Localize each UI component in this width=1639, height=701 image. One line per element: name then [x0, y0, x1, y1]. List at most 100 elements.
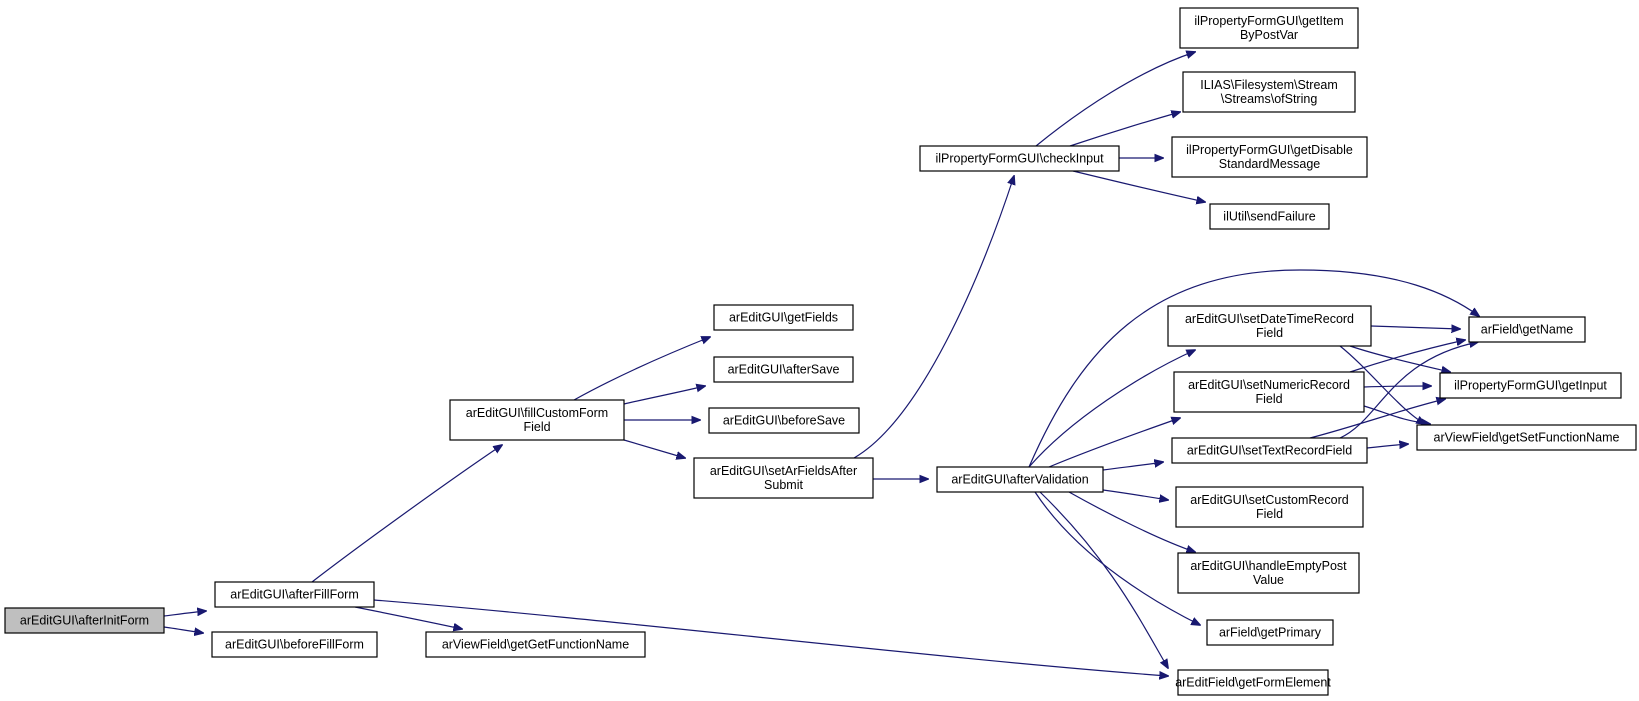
node-areditgui-getfields[interactable]: arEditGUI\getFields [713, 304, 854, 331]
node-box [425, 631, 646, 658]
node-box [211, 631, 378, 658]
node-label: ilPropertyFormGUI\getInput [1454, 379, 1607, 393]
node-box [1177, 669, 1329, 696]
node-label: arEditGUI\beforeSave [723, 414, 845, 428]
node-areditgui-beforesave[interactable]: arEditGUI\beforeSave [708, 407, 860, 434]
node-label: Submit [764, 478, 803, 492]
node-arviewfield-getsetfunctionname[interactable]: arViewField\getSetFunctionName [1416, 424, 1637, 451]
node-label: StandardMessage [1219, 157, 1321, 171]
node-ilpropertyformgui-getinput[interactable]: ilPropertyFormGUI\getInput [1439, 372, 1622, 399]
node-areditgui-aftervalidation[interactable]: arEditGUI\afterValidation [936, 466, 1104, 493]
edge-n11-to-n5 [1039, 491, 1168, 668]
node-label: arEditGUI\setTextRecordField [1187, 444, 1352, 458]
node-label: Field [523, 420, 550, 434]
node-label: arField\getName [1481, 323, 1573, 337]
node-box [713, 356, 854, 383]
node-box [693, 457, 874, 499]
nodes-layer: arEditGUI\afterInitForm arEditGUI\afterFi… [4, 7, 1637, 696]
edge-n11-to-n21 [1068, 491, 1195, 552]
edge-n18-to-n24 [1363, 405, 1430, 424]
node-arfield-getname[interactable]: arField\getName [1468, 316, 1586, 343]
edge-n19-to-n16 [1339, 342, 1478, 439]
node-areditgui-beforefillform[interactable]: arEditGUI\beforeFillForm [211, 631, 378, 658]
node-ilias-filesystem-stream-streams-ofstring[interactable]: ILIAS\Filesystem\Stream\Streams\ofString [1182, 71, 1356, 113]
edge-n10-to-n12 [1035, 52, 1195, 147]
node-label: ilPropertyFormGUI\getItem [1194, 14, 1343, 28]
node-label: Field [1256, 326, 1283, 340]
node-label: ilUtil\sendFailure [1223, 210, 1315, 224]
node-areditgui-afterinitform[interactable]: arEditGUI\afterInitForm [4, 607, 165, 634]
node-box [1182, 71, 1356, 113]
node-box [1416, 424, 1637, 451]
edge-n11-to-n19 [1102, 462, 1163, 471]
node-label: arEditGUI\getFields [729, 311, 838, 325]
edge-n11-to-n20 [1102, 489, 1168, 500]
node-ilpropertyformgui-checkinput[interactable]: ilPropertyFormGUI\checkInput [919, 145, 1120, 172]
edge-n11-to-n22 [1034, 491, 1200, 625]
node-label: arField\getPrimary [1219, 626, 1322, 640]
node-label: arViewField\getSetFunctionName [1434, 431, 1620, 445]
node-box [1206, 619, 1334, 646]
edge-n18-to-n16 [1349, 340, 1465, 373]
node-areditfield-getformelement[interactable]: arEditField\getFormElement [1175, 669, 1331, 696]
node-label: arEditGUI\beforeFillForm [225, 638, 364, 652]
node-box [919, 145, 1120, 172]
node-label: Field [1256, 507, 1283, 521]
edge-n11-to-n16 [1028, 269, 1479, 468]
node-arviewfield-getgetfunctionname[interactable]: arViewField\getGetFunctionName [425, 631, 646, 658]
node-label: ILIAS\Filesystem\Stream [1200, 78, 1338, 92]
edge-n3-to-n7 [623, 386, 705, 405]
node-areditgui-aftersave[interactable]: arEditGUI\afterSave [713, 356, 854, 383]
node-label: arEditGUI\afterFillForm [230, 588, 359, 602]
edge-n19-to-n24 [1366, 444, 1408, 448]
node-label: Field [1255, 392, 1282, 406]
node-box [1177, 552, 1360, 594]
node-ilutil-sendfailure[interactable]: ilUtil\sendFailure [1209, 203, 1330, 230]
node-label: ilPropertyFormGUI\checkInput [935, 152, 1104, 166]
node-ilpropertyformgui-getdisablestandardmessage[interactable]: ilPropertyFormGUI\getDisableStandardMess… [1171, 136, 1368, 178]
node-box [1439, 372, 1622, 399]
node-box [1171, 437, 1368, 464]
edge-n17-to-n16 [1370, 326, 1460, 329]
node-label: arEditGUI\setCustomRecord [1190, 493, 1348, 507]
node-label: arEditGUI\handleEmptyPost [1190, 559, 1347, 573]
node-box [1175, 486, 1364, 528]
node-label: arEditGUI\afterSave [728, 363, 840, 377]
node-arfield-getprimary[interactable]: arField\getPrimary [1206, 619, 1334, 646]
node-box [1167, 305, 1372, 347]
node-areditgui-afterfillform[interactable]: arEditGUI\afterFillForm [214, 581, 375, 608]
edge-n9-to-n10 [853, 176, 1014, 459]
edge-n1-to-n4 [354, 606, 462, 629]
edge-n11-to-n18 [1048, 418, 1180, 468]
edge-n10-to-n15 [1072, 170, 1205, 202]
node-box [936, 466, 1104, 493]
node-box [708, 407, 860, 434]
node-label: arEditGUI\afterValidation [951, 473, 1088, 487]
node-areditgui-settextrecordfield[interactable]: arEditGUI\setTextRecordField [1171, 437, 1368, 464]
edge-n19-to-n23 [1309, 399, 1445, 439]
node-box [449, 399, 625, 441]
edge-n1-to-n5 [373, 599, 1168, 676]
edges-layer [163, 52, 1479, 676]
node-box [713, 304, 854, 331]
node-box [1171, 136, 1368, 178]
node-label: arEditGUI\fillCustomForm [466, 406, 608, 420]
edge-n3-to-n9 [623, 439, 685, 458]
node-label: arEditGUI\setNumericRecord [1188, 378, 1350, 392]
edge-n11-to-n17 [1028, 350, 1195, 468]
node-box [1179, 7, 1359, 49]
node-label: arViewField\getGetFunctionName [442, 638, 629, 652]
node-label: arEditField\getFormElement [1175, 676, 1331, 690]
node-box [1468, 316, 1586, 343]
node-label: arEditGUI\setDateTimeRecord [1185, 312, 1354, 326]
node-label: arEditGUI\setArFieldsAfter [710, 464, 857, 478]
edge-n17-to-n23 [1349, 345, 1450, 372]
edge-n1-to-n3 [311, 445, 502, 583]
